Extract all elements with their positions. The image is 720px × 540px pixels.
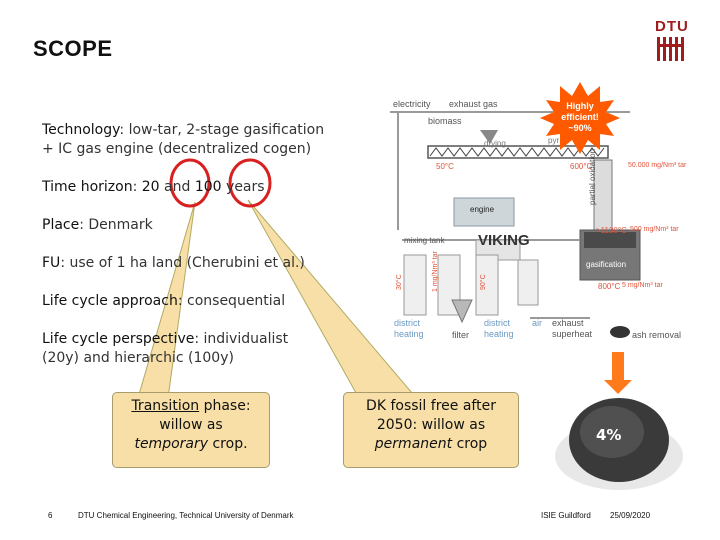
starburst-text: Highly efficient! ~90%	[548, 101, 612, 134]
bullet-time-horizon-text-a: :	[132, 179, 142, 195]
bullet-technology-label: Technology	[42, 122, 120, 138]
ash-pile-shape	[555, 398, 683, 490]
viking-process-diagram	[390, 111, 641, 338]
diagram-label-district-heating-2: district heating	[484, 318, 514, 339]
diagram-label-district-heating-1: district heating	[394, 318, 424, 339]
diagram-label-electricity: electricity	[393, 99, 431, 109]
transition-callout: Transition phase: willow as temporary cr…	[112, 392, 270, 468]
footer-page-number: 6	[48, 511, 53, 520]
footer-date: 25/09/2020	[610, 511, 651, 520]
bullet-time-horizon-text-b: years	[221, 179, 265, 195]
bullet-fu: FU: use of 1 ha land (Cherubini et al.)	[42, 254, 305, 273]
transition-callout-line2: willow as	[159, 417, 223, 433]
fossil-free-callout-line2: 2050: willow as	[376, 417, 486, 433]
starburst-line-3: ~90%	[568, 123, 592, 133]
bullet-place: Place: Denmark	[42, 216, 153, 235]
footer-organization: DTU Chemical Engineering, Technical Univ…	[78, 511, 294, 520]
diagram-label-filter: filter	[452, 330, 470, 340]
diagram-label-biomass: biomass	[428, 116, 462, 126]
highlight-circle-20	[169, 158, 211, 208]
diagram-label-air: air	[532, 318, 543, 328]
fossil-free-callout-line3-italic: permanent	[374, 436, 453, 452]
diagram-label-temp-800: 800°C	[598, 282, 621, 291]
diagram-label-temp-1100: >1100°C	[596, 226, 627, 235]
bullet-perspective-label: Life cycle perspective	[42, 331, 195, 347]
bullet-fu-label: FU	[42, 255, 61, 271]
slide-title: SCOPE	[33, 36, 113, 61]
bullet-time-horizon-mid: and	[159, 179, 195, 195]
bullet-perspective: Life cycle perspective: individualist (2…	[42, 330, 288, 368]
bullet-approach-text: : consequential	[177, 293, 286, 309]
fossil-free-callout-line1: DK fossil free after	[366, 398, 496, 414]
bullet-time-horizon-label: Time horizon	[42, 179, 133, 195]
diagram-label-exhaust-superheat: exhaust superheat	[552, 318, 593, 339]
highlight-circle-100	[228, 158, 272, 208]
diagram-label-exhaust-gas: exhaust gas	[449, 99, 498, 109]
bullet-fu-text: : use of 1 ha land (Cherubini et al.)	[60, 255, 305, 271]
bullet-approach: Life cycle approach: consequential	[42, 292, 285, 311]
diagram-label-gasification: gasification	[586, 260, 627, 269]
time-horizon-value-20: 20	[141, 179, 160, 195]
dtu-logo: DTU	[655, 18, 695, 64]
ash-arrow-shaft	[612, 352, 624, 382]
transition-callout-line1: phase:	[199, 398, 251, 414]
bullet-technology-text: : low-tar, 2-stage gasification	[119, 122, 325, 138]
footer-event: ISIE Guildford	[541, 511, 591, 520]
ash-percentage: 4%	[596, 426, 622, 444]
diagram-label-temp-50: 50°C	[436, 162, 454, 171]
transition-callout-line3: crop.	[208, 436, 248, 452]
fossil-free-callout: DK fossil free after 2050: willow as per…	[343, 392, 519, 468]
fossil-free-callout-line3: crop	[452, 436, 488, 452]
bullet-technology-text-2: + IC gas engine (decentralized cogen)	[42, 141, 312, 157]
dtu-logo-text: DTU	[655, 18, 689, 35]
bullet-technology: Technology: low-tar, 2-stage gasificatio…	[42, 121, 324, 159]
diagram-label-tar-5: 5 mg/Nm³ tar	[622, 282, 663, 289]
bullet-perspective-text: : individualist	[194, 331, 289, 347]
ash-arrow-head	[604, 380, 632, 394]
efficiency-starburst	[540, 82, 620, 154]
diagram-label-tar-50000: 50.000 mg/Nm³ tar	[628, 162, 687, 169]
diagram-label-engine: engine	[470, 205, 495, 214]
starburst-line-1: Highly	[566, 101, 594, 111]
bullet-place-text: : Denmark	[79, 217, 153, 233]
bullet-approach-label: Life cycle approach	[42, 293, 178, 309]
starburst-line-2: efficient!	[561, 112, 599, 122]
diagram-label-mixing-tank: mixing tank	[404, 236, 445, 245]
time-horizon-value-100: 100	[194, 179, 222, 195]
diagram-label-ash-removal: ash removal	[632, 330, 682, 340]
diagram-label-drying: drying	[484, 139, 506, 148]
diagram-label-temp-600: 600°C	[570, 162, 593, 171]
dtu-logo-bars-icon	[657, 37, 684, 61]
transition-callout-line3-italic: temporary	[134, 436, 209, 452]
biochar-ash-image: 4%	[552, 384, 686, 494]
diagram-label-tar-500: 500 mg/Nm³ tar	[630, 226, 679, 233]
bullet-place-label: Place	[42, 217, 80, 233]
bullet-time-horizon: Time horizon: 20 and 100 years	[42, 178, 265, 197]
bullet-perspective-text-2: (20y) and hierarchic (100y)	[42, 350, 234, 366]
transition-callout-line1-underlined: Transition	[131, 398, 200, 414]
diagram-label-pyrolysis: pyr	[548, 136, 560, 145]
diagram-label-viking: VIKING	[478, 232, 530, 249]
